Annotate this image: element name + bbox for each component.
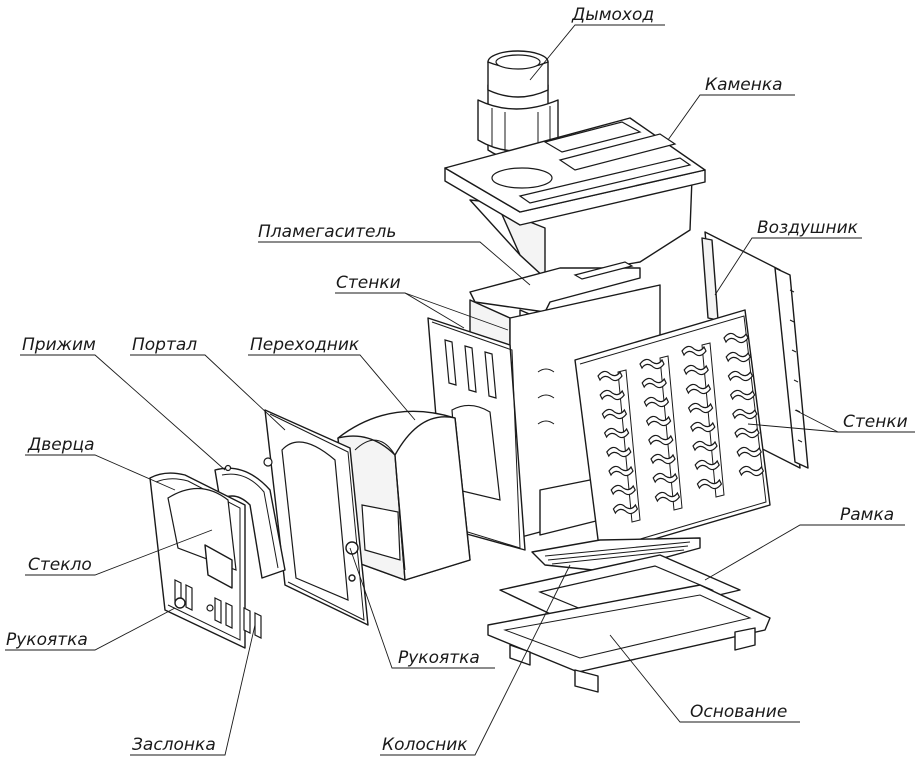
wall-oval-hole bbox=[645, 415, 672, 427]
wall-oval-hole bbox=[736, 446, 762, 458]
wall-oval-hole bbox=[738, 465, 765, 477]
side-wall-right-part bbox=[574, 309, 771, 556]
base-part bbox=[487, 584, 771, 693]
wall-oval-hole bbox=[690, 421, 716, 433]
label-base: Основание bbox=[690, 702, 787, 722]
part-labels: Дымоход Каменка Воздушник Пламегаситель … bbox=[6, 5, 908, 755]
wall-oval-hole bbox=[648, 434, 674, 446]
wall-oval-hole bbox=[694, 459, 720, 471]
wall-oval-hole bbox=[732, 408, 758, 420]
wall-oval-hole bbox=[692, 440, 718, 452]
label-door: Дверца bbox=[27, 435, 95, 455]
label-grate: Колосник bbox=[382, 735, 468, 755]
adapter-part bbox=[337, 410, 471, 581]
wall-oval-hole bbox=[727, 370, 754, 382]
label-damper: Заслонка bbox=[132, 735, 216, 755]
label-portal: Портал bbox=[132, 335, 197, 355]
wall-oval-hole bbox=[597, 370, 623, 382]
wall-oval-hole bbox=[734, 427, 760, 439]
heater-box-part bbox=[444, 117, 706, 279]
wall-oval-hole bbox=[652, 472, 678, 484]
wall-oval-hole bbox=[650, 453, 676, 465]
label-handle-center: Рукоятка bbox=[398, 648, 480, 668]
wall-oval-hole bbox=[681, 345, 707, 357]
wall-oval-hole bbox=[601, 408, 628, 420]
wall-oval-hole bbox=[683, 364, 709, 376]
label-handle-left: Рукоятка bbox=[6, 630, 88, 650]
wall-oval-hole bbox=[729, 389, 756, 401]
label-frame: Рамка bbox=[840, 505, 894, 525]
wall-oval-hole bbox=[643, 396, 670, 408]
label-adapter: Переходник bbox=[250, 335, 360, 355]
wall-oval-hole bbox=[639, 358, 665, 370]
leader-lines bbox=[5, 24, 915, 756]
wall-oval-hole bbox=[685, 383, 712, 395]
wall-oval-hole bbox=[608, 465, 634, 477]
portal-part bbox=[263, 409, 369, 626]
wall-oval-hole bbox=[723, 332, 749, 344]
wall-oval-hole bbox=[654, 491, 681, 503]
wall-oval-hole bbox=[610, 484, 636, 496]
label-air-vent: Воздушник bbox=[757, 218, 859, 238]
door-part bbox=[149, 472, 262, 649]
wall-oval-hole bbox=[687, 402, 714, 414]
label-glass: Стекло bbox=[28, 555, 92, 575]
wall-oval-hole bbox=[606, 446, 632, 458]
label-walls-right: Стенки bbox=[843, 412, 908, 432]
chimney-part bbox=[477, 50, 559, 160]
wall-oval-holes bbox=[597, 332, 765, 515]
label-heater-box: Каменка bbox=[705, 75, 783, 95]
grate-part bbox=[531, 537, 701, 573]
door-damper-slots bbox=[174, 579, 262, 639]
label-clamp: Прижим bbox=[22, 335, 96, 355]
label-chimney: Дымоход bbox=[571, 5, 654, 25]
wall-oval-hole bbox=[696, 478, 723, 490]
wall-oval-hole bbox=[641, 377, 667, 389]
wall-oval-hole bbox=[612, 503, 639, 515]
wall-oval-hole bbox=[725, 351, 751, 363]
label-walls-left: Стенки bbox=[336, 273, 401, 293]
wall-oval-hole bbox=[603, 427, 630, 439]
label-flame-splitter: Пламегаситель bbox=[258, 222, 396, 242]
wall-oval-hole bbox=[599, 389, 625, 401]
